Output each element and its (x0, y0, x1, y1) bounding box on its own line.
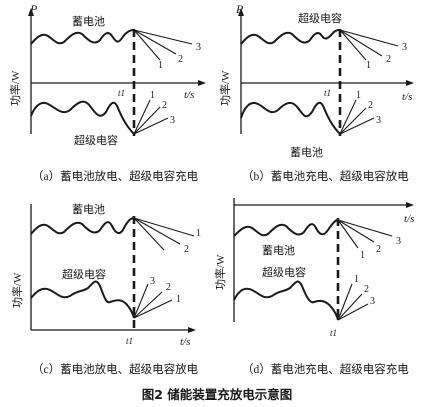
panel-a-bottom-curve (30, 100, 135, 135)
panel-d-bottom-label: 超级电容 (262, 265, 306, 279)
panel-b-x-arrow (406, 80, 414, 86)
panel-c-x-arrow (188, 327, 196, 333)
panel-a-top-ray-1 (133, 29, 161, 61)
panel-d-top-ray-3 (337, 219, 393, 237)
panel-b-top-ray-2 (339, 29, 383, 57)
panel-b-caption: （b）蓄电池充电、超级电容放电 (242, 169, 409, 183)
panel-a-bottom-line-1: 1 (150, 90, 155, 101)
panel-a-top-curve (30, 29, 135, 45)
panel-c-top-curve (30, 217, 135, 235)
panel-b-top-label: 超级电容 (298, 11, 342, 25)
panel-a-y-arrow (28, 8, 34, 16)
panel-c-bottom-curve (30, 280, 135, 319)
panel-d-bottom-line-1: 1 (354, 274, 359, 285)
panel-a: P 功率/W t/s t1 蓄电池 超级电容 1 2 3 1 2 3 （a）蓄电… (8, 2, 206, 183)
panel-d-bottom-ray-3 (337, 303, 369, 321)
panel-a-top-ray-2 (133, 29, 177, 55)
panel-b-bottom-line-1: 1 (356, 90, 361, 101)
panel-a-p-label: P (29, 2, 38, 16)
panel-d-x-label: t/s (404, 213, 414, 225)
panel-a-bottom-ray-1 (133, 99, 151, 135)
panel-c-bottom-ray-1 (133, 283, 149, 319)
panel-d-caption: （d）蓄电池充电、超级电容充电 (242, 362, 409, 376)
panel-d-top-label: 蓄电池 (262, 244, 295, 257)
panel-d-top-ray-1 (337, 219, 359, 249)
panel-b-top-ray-3 (339, 29, 399, 47)
panel-a-bottom-label: 超级电容 (74, 133, 118, 147)
panel-d-bottom-line-3: 3 (370, 296, 375, 307)
panel-c-bottom-line-1: 1 (176, 294, 181, 305)
panel-b-bottom-label: 蓄电池 (290, 146, 323, 159)
panel-a-top-line-3: 3 (196, 42, 201, 53)
panel-c-top-label: 蓄电池 (72, 203, 105, 216)
panel-a-top-line-2: 2 (178, 54, 183, 65)
panel-b-p-label: P (235, 2, 244, 16)
panel-c-bottom-line-2: 2 (166, 282, 171, 293)
panel-c: 功率/W t/s t1 蓄电池 超级电容 1 2 3 2 1 （c）蓄电池放电、… (10, 203, 201, 376)
panel-c-x-label: t/s (180, 336, 190, 348)
panel-b-bottom-curve (240, 101, 341, 135)
panel-c-bottom-ray-2 (133, 291, 163, 319)
panel-c-top-ray-1 (133, 217, 195, 237)
panel-a-y-label: 功率/W (8, 70, 22, 106)
panel-b-top-line-1: 1 (366, 60, 371, 71)
panel-c-caption: （c）蓄电池放电、超级电容放电 (32, 362, 199, 376)
panel-d-top-line-2: 2 (376, 244, 381, 255)
panel-b-t1-label: t1 (324, 88, 331, 98)
panel-b-top-curve (240, 29, 341, 45)
panel-b-bottom-ray-1 (339, 99, 357, 135)
panel-c-top-line-2: 2 (184, 244, 189, 255)
panel-b-bottom-line-3: 3 (376, 115, 381, 126)
panel-d-y-label: 功率/W (213, 254, 227, 290)
panel-a-x-label: t/s (184, 89, 194, 101)
panel-d-x-arrow (406, 202, 414, 208)
panel-b-bottom-ray-3 (339, 117, 375, 135)
panel-a-t1-label: t1 (118, 88, 125, 98)
panel-d-t1-label: t1 (330, 328, 337, 338)
panel-b-top-line-3: 3 (402, 42, 407, 53)
panel-a-bottom-ray-3 (133, 117, 169, 135)
panel-d-bottom-curve (233, 280, 339, 321)
panel-d-bottom-line-2: 2 (364, 284, 369, 295)
panel-b-y-arrow (238, 8, 244, 16)
panel-b-top-line-2: 2 (386, 54, 391, 65)
panel-b-top-ray-1 (339, 29, 367, 61)
panel-b-y-label: 功率/W (218, 70, 232, 106)
panel-d: 功率/W t/s t1 蓄电池 超级电容 1 2 3 1 2 3 （d）蓄电池充… (213, 198, 414, 376)
panel-c-bottom-line-3: 3 (150, 276, 155, 287)
panel-b: P 功率/W t/s t1 超级电容 蓄电池 1 2 3 1 2 3 （b）蓄电… (218, 2, 414, 183)
panel-c-top-ray-2 (133, 217, 181, 245)
panel-a-x-arrow (198, 80, 206, 86)
panel-c-y-label: 功率/W (10, 272, 24, 308)
panel-a-top-label: 蓄电池 (72, 15, 105, 28)
panel-a-top-line-1: 1 (158, 60, 163, 71)
panel-d-top-line-1: 1 (360, 250, 365, 261)
panel-a-top-ray-3 (133, 29, 193, 45)
panel-d-bottom-ray-2 (337, 293, 363, 321)
panel-a-caption: （a）蓄电池放电、超级电容充电 (32, 169, 199, 183)
panel-b-bottom-ray-2 (339, 107, 367, 135)
panel-c-t1-label: t1 (126, 336, 133, 346)
panel-a-bottom-line-2: 2 (162, 100, 167, 111)
panel-c-bottom-label: 超级电容 (62, 267, 106, 281)
figure-caption: 图2 储能装置充放电示意图 (142, 387, 293, 402)
panel-d-top-line-3: 3 (396, 236, 401, 247)
panel-c-bottom-ray-3 (133, 299, 173, 319)
panel-b-x-label: t/s (402, 91, 412, 103)
panel-b-bottom-line-2: 2 (368, 100, 373, 111)
panel-c-top-ray-3 (133, 217, 165, 251)
panel-d-top-curve (233, 219, 339, 237)
panel-d-bottom-ray-1 (337, 283, 353, 321)
panel-a-bottom-ray-2 (133, 106, 161, 135)
panel-a-bottom-line-3: 3 (170, 115, 175, 126)
panel-d-top-ray-2 (337, 219, 375, 243)
panel-c-top-line-1: 1 (196, 228, 201, 239)
